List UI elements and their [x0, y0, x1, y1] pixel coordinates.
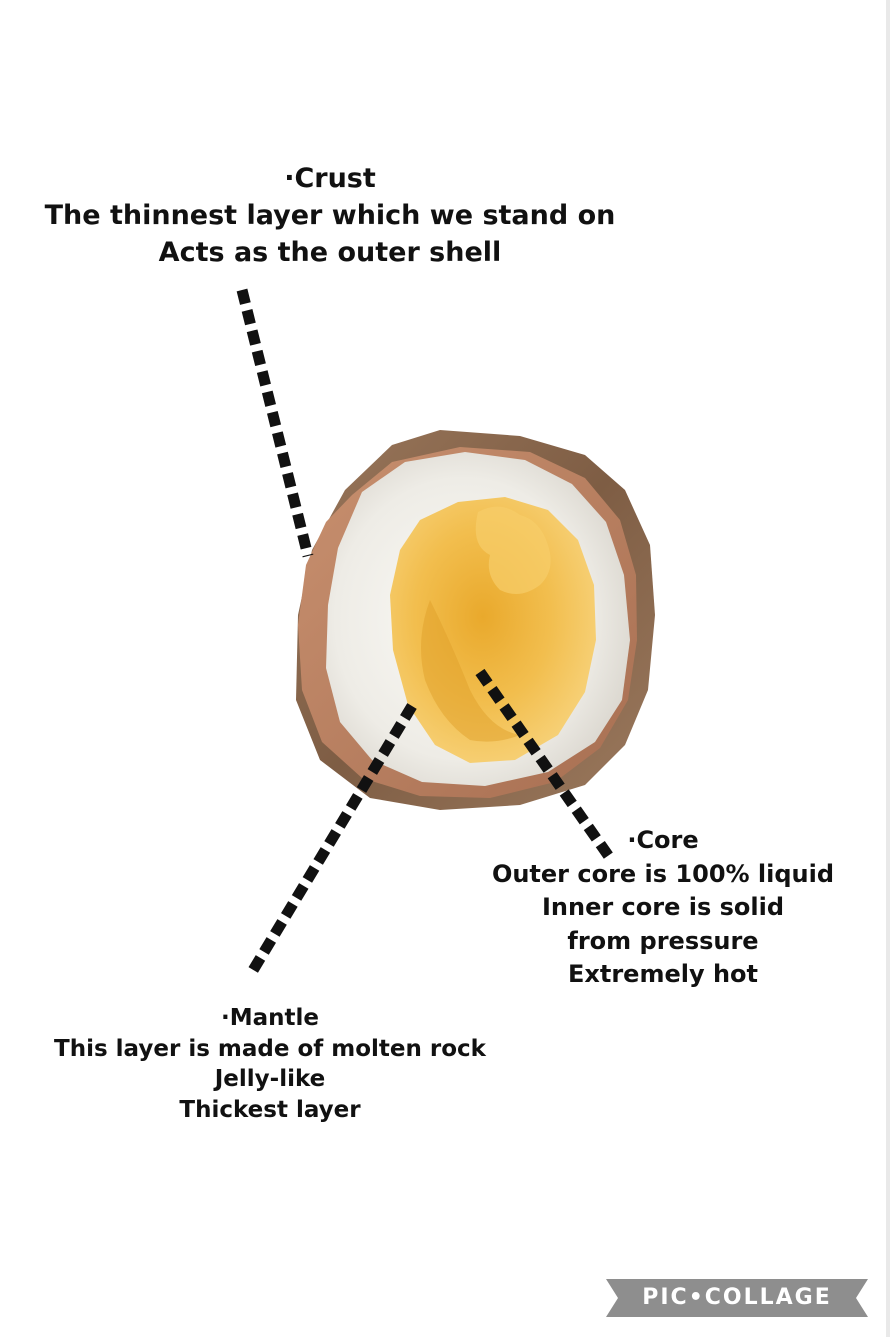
yolk-crumble-texture [475, 506, 551, 594]
mantle-line-3: Thickest layer [179, 1096, 361, 1123]
right-edge-strip [886, 0, 890, 1337]
core-line-1: Outer core is 100% liquid [491, 859, 835, 888]
core-line-3: from pressure [567, 926, 759, 955]
mantle-label: ·Mantle This layer is made of molten roc… [40, 1003, 500, 1125]
crust-leader-line [236, 288, 314, 558]
watermark-banner-shape [606, 1279, 868, 1317]
mantle-line-1: This layer is made of molten rock [54, 1035, 486, 1062]
pic-collage-watermark: PIC•COLLAGE [606, 1279, 868, 1317]
crust-heading: ·Crust [284, 163, 376, 194]
core-line-2: Inner core is solid [541, 893, 785, 921]
crust-line-2: Acts as the outer shell [158, 237, 502, 268]
yolk-shadow [421, 600, 520, 742]
core-line-4: Extremely hot [567, 960, 759, 988]
mantle-leader-line [247, 703, 417, 975]
watermark-text: PIC•COLLAGE [642, 1285, 832, 1310]
core-label: ·Core Outer core is 100% liquid Inner co… [488, 824, 838, 992]
core-heading: ·Core [627, 826, 699, 854]
crust-label: ·Crust The thinnest layer which we stand… [30, 160, 630, 271]
crust-line-1: The thinnest layer which we stand on [44, 200, 616, 231]
core-leader-line [475, 668, 615, 862]
mantle-heading: ·Mantle [221, 1005, 319, 1031]
mantle-line-2: Jelly-like [214, 1066, 326, 1092]
